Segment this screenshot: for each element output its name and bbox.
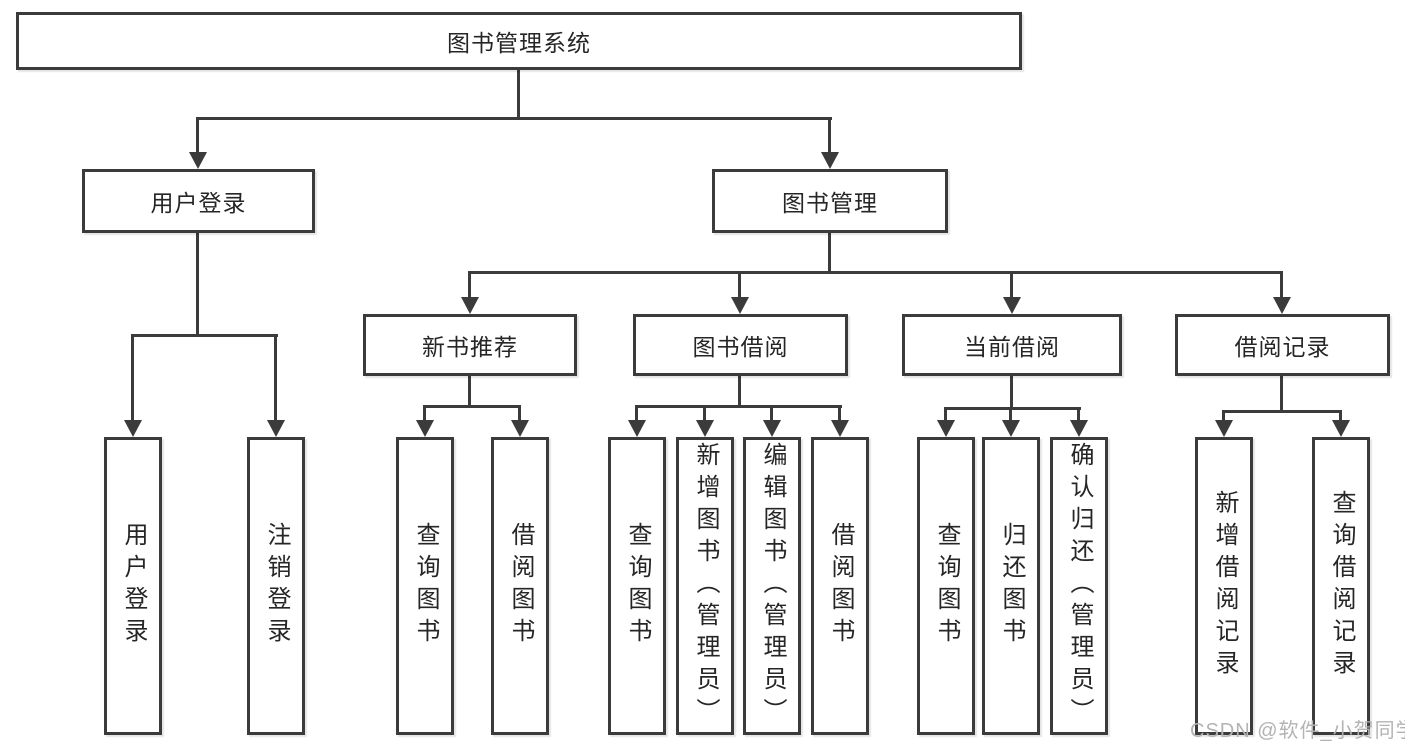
connector-line xyxy=(635,405,638,420)
arrowhead-down-icon xyxy=(763,420,781,437)
connector-line xyxy=(828,117,831,152)
arrowhead-down-icon xyxy=(628,420,646,437)
node-leaf-user-login: 用户登录 xyxy=(104,437,162,735)
node-label: 编辑图书（管理员） xyxy=(759,442,786,730)
node-book-borrow: 图书借阅 xyxy=(633,314,848,376)
connector-line xyxy=(468,271,471,297)
connector-line xyxy=(274,334,277,420)
node-label: 用户登录 xyxy=(150,190,247,216)
node-label: 查询图书 xyxy=(412,522,439,650)
node-label: 注销登录 xyxy=(263,522,290,650)
node-user-login: 用户登录 xyxy=(82,169,315,233)
node-label: 图书管理系统 xyxy=(447,30,591,56)
node-new-book-recommend: 新书推荐 xyxy=(363,314,577,376)
node-leaf-query-borrow-record: 查询借阅记录 xyxy=(1312,437,1370,735)
connector-line xyxy=(828,233,831,273)
connector-line xyxy=(1010,271,1013,297)
node-label: 查询借阅记录 xyxy=(1328,490,1355,682)
connector-line xyxy=(423,405,521,408)
connector-line xyxy=(1280,376,1283,412)
arrowhead-down-icon xyxy=(1002,420,1020,437)
node-leaf-add-book-admin: 新增图书（管理员） xyxy=(676,437,734,735)
node-label: 借阅图书 xyxy=(507,522,534,650)
node-label: 当前借阅 xyxy=(964,334,1060,360)
node-leaf-query-book-current: 查询图书 xyxy=(917,437,975,735)
connector-line xyxy=(1339,410,1342,420)
node-leaf-confirm-return-admin: 确认归还（管理员） xyxy=(1050,437,1108,735)
arrowhead-down-icon xyxy=(937,420,955,437)
arrowhead-down-icon xyxy=(821,152,839,169)
connector-line xyxy=(423,405,426,420)
connector-line xyxy=(1077,407,1080,420)
connector-line xyxy=(770,405,773,420)
node-label: 用户登录 xyxy=(120,522,147,650)
node-label: 图书管理 xyxy=(782,190,878,216)
connector-line xyxy=(944,407,947,420)
arrowhead-down-icon xyxy=(1003,297,1021,314)
arrowhead-down-icon xyxy=(461,297,479,314)
connector-line xyxy=(196,117,832,120)
connector-line xyxy=(196,117,199,152)
node-library-management-system: 图书管理系统 xyxy=(16,12,1022,70)
node-borrow-record: 借阅记录 xyxy=(1175,314,1390,376)
arrowhead-down-icon xyxy=(831,420,849,437)
arrowhead-down-icon xyxy=(1215,420,1233,437)
csdn-watermark: CSDN @软件_小贺同学 xyxy=(1190,720,1405,742)
node-leaf-borrow-book: 借阅图书 xyxy=(811,437,869,735)
arrowhead-down-icon xyxy=(511,420,529,437)
arrowhead-down-icon xyxy=(124,420,142,437)
connector-line xyxy=(468,376,471,407)
connector-line xyxy=(518,405,521,420)
connector-line xyxy=(196,233,199,336)
connector-line xyxy=(738,271,741,297)
connector-line xyxy=(131,334,278,337)
node-label: 新增借阅记录 xyxy=(1211,490,1238,682)
arrowhead-down-icon xyxy=(696,420,714,437)
arrowhead-down-icon xyxy=(267,420,285,437)
node-leaf-edit-book-admin: 编辑图书（管理员） xyxy=(743,437,801,735)
connector-line xyxy=(1222,410,1342,413)
node-label: 查询图书 xyxy=(933,522,960,650)
node-current-borrow: 当前借阅 xyxy=(902,314,1122,376)
arrowhead-down-icon xyxy=(1070,420,1088,437)
arrowhead-down-icon xyxy=(731,297,749,314)
node-label: 查询图书 xyxy=(624,522,651,650)
connector-line xyxy=(703,405,706,420)
arrowhead-down-icon xyxy=(189,152,207,169)
node-label: 图书借阅 xyxy=(692,334,789,360)
node-label: 归还图书 xyxy=(998,522,1025,650)
node-leaf-query-book-recommend: 查询图书 xyxy=(396,437,454,735)
connector-line xyxy=(1222,410,1225,420)
node-label: 确认归还（管理员） xyxy=(1066,442,1093,730)
arrowhead-down-icon xyxy=(416,420,434,437)
node-label: 新书推荐 xyxy=(422,334,518,360)
connector-line xyxy=(838,405,841,420)
node-leaf-add-borrow-record: 新增借阅记录 xyxy=(1195,437,1253,735)
node-book-management: 图书管理 xyxy=(712,169,948,233)
connector-line xyxy=(517,70,520,117)
node-leaf-logout: 注销登录 xyxy=(247,437,305,735)
arrowhead-down-icon xyxy=(1273,297,1291,314)
connector-line xyxy=(131,334,134,420)
connector-line xyxy=(468,271,1283,274)
connector-line xyxy=(1010,376,1013,409)
connector-line xyxy=(944,407,1081,410)
node-leaf-query-book-borrow: 查询图书 xyxy=(608,437,666,735)
connector-line xyxy=(1280,271,1283,297)
node-leaf-borrow-book-recommend: 借阅图书 xyxy=(491,437,549,735)
node-leaf-return-book: 归还图书 xyxy=(982,437,1040,735)
node-label: 借阅图书 xyxy=(827,522,854,650)
node-label: 借阅记录 xyxy=(1234,334,1331,360)
arrowhead-down-icon xyxy=(1332,420,1350,437)
node-label: 新增图书（管理员） xyxy=(692,442,719,730)
connector-line xyxy=(635,405,842,408)
connector-line xyxy=(1009,407,1012,420)
connector-line xyxy=(738,376,741,407)
